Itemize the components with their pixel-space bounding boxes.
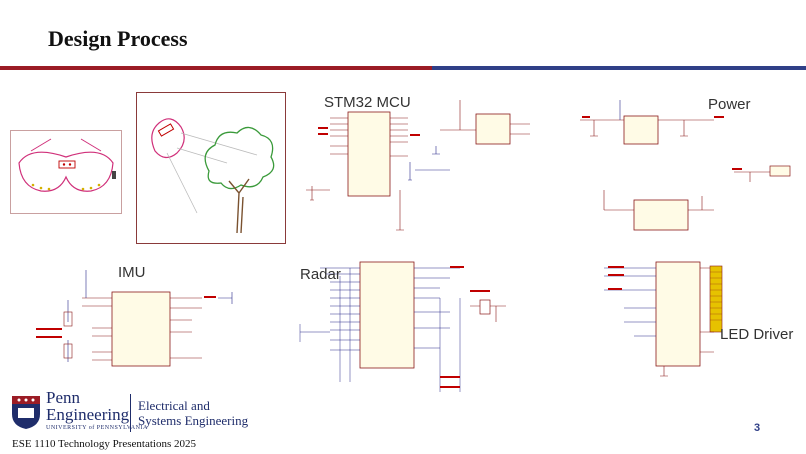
imu-label: IMU	[118, 264, 146, 281]
radar-label: Radar	[300, 266, 341, 283]
led-driver-label: LED Driver	[720, 326, 794, 343]
slide-title: Design Process	[48, 26, 188, 51]
page-number: 3	[754, 422, 761, 434]
sketch-glasses	[10, 130, 122, 214]
logo-penn: Penn	[46, 388, 80, 407]
title-divider-blue	[432, 66, 806, 70]
power-label: Power	[708, 96, 751, 113]
logo-divider	[130, 394, 131, 432]
slide-footer: ESE 1110 Technology Presentations 2025	[12, 438, 196, 450]
logo-upenn: UNIVERSITY of PENNSYLVANIA	[46, 425, 148, 431]
penn-shield-icon	[12, 396, 40, 429]
stm32-schematic: STM32 MCU	[290, 90, 552, 240]
sketch-tree-concept	[136, 92, 286, 244]
logo-dept-line2: Systems Engineering	[138, 413, 249, 428]
logo-dept-line1: Electrical and	[138, 398, 210, 413]
logo-engineering: Engineering	[46, 405, 130, 424]
penn-engineering-logo: Penn Engineering UNIVERSITY of PENNSYLVA…	[8, 388, 258, 438]
imu-schematic: IMU	[32, 262, 276, 380]
led-driver-schematic: LED Driver	[564, 252, 804, 392]
radar-schematic: Radar	[290, 252, 552, 392]
power-schematic: Power	[564, 90, 804, 240]
stm32-label: STM32 MCU	[324, 94, 411, 111]
title-divider-red	[0, 66, 432, 70]
